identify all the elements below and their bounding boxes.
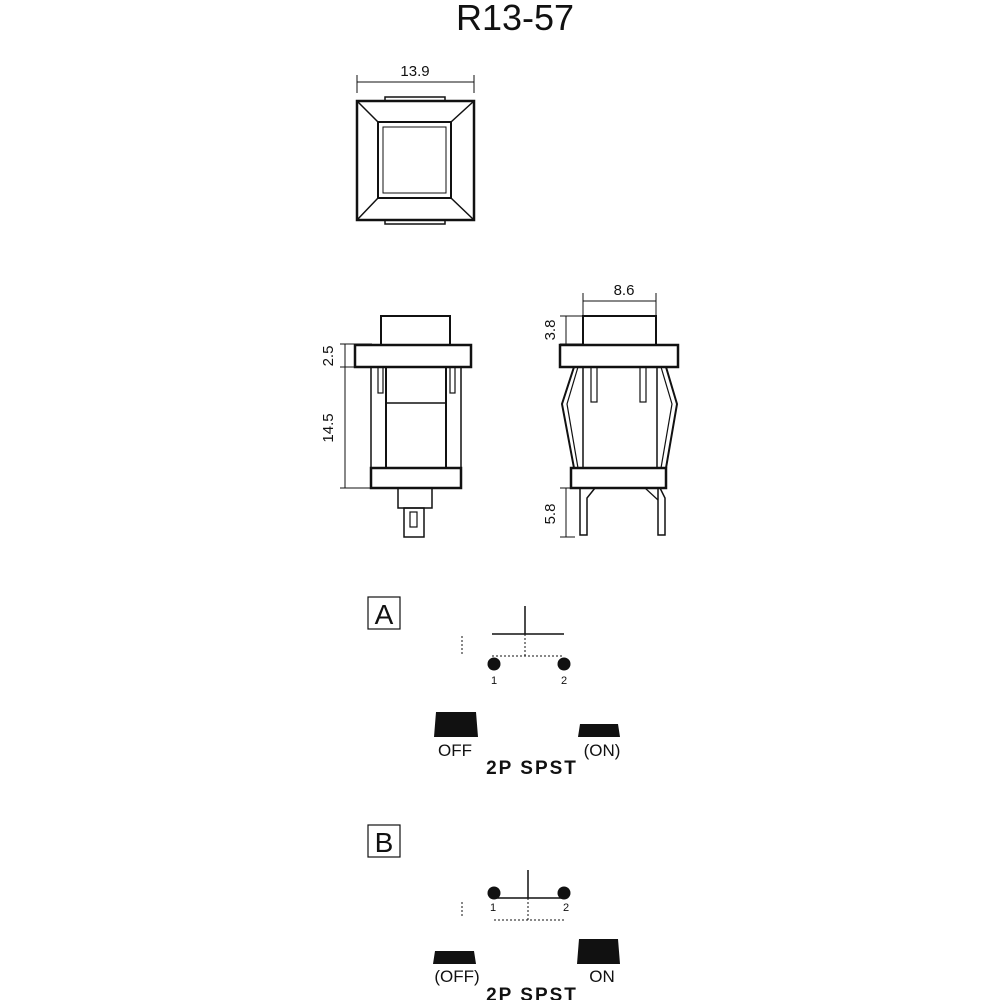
button-on-state-icon <box>577 939 620 964</box>
variant-a-on-label: (ON) <box>584 741 621 760</box>
button-on-state-icon <box>578 724 620 737</box>
pin-1-contact-icon <box>487 886 501 900</box>
dimension-width-top: 13.9 <box>400 63 429 80</box>
variant-b-type-label: 2P SPST <box>486 985 578 1000</box>
dimension-side-pins: 5.8 <box>542 504 559 525</box>
front-view: 2.5 14.5 <box>320 315 473 538</box>
dimension-side-cap: 3.8 <box>542 320 559 341</box>
button-off-state-icon <box>433 951 476 964</box>
button-off-state-icon <box>434 712 478 737</box>
pin-1-contact-icon <box>487 657 501 671</box>
side-view: 8.6 3.8 5.8 <box>542 282 680 538</box>
variant-b-on-label: ON <box>589 967 615 986</box>
variant-b-pin2: 2 <box>563 902 569 914</box>
pin-2-contact-icon <box>557 886 571 900</box>
variant-a-label: A <box>375 599 394 630</box>
variant-a: A 1 2 OFF (ON) 2P SPST <box>367 596 621 779</box>
variant-b-off-label: (OFF) <box>434 967 479 986</box>
pin-2-contact-icon <box>557 657 571 671</box>
variant-b-pin1: 1 <box>490 902 496 914</box>
variant-a-off-label: OFF <box>438 741 472 760</box>
variant-b: B 1 2 (OFF) ON 2P SPST <box>367 824 620 1000</box>
variant-a-pin2: 2 <box>561 675 567 687</box>
top-view: 13.9 <box>355 63 476 225</box>
dimension-front-cap: 2.5 <box>320 346 337 367</box>
dimension-front-body: 14.5 <box>320 413 337 442</box>
variant-a-type-label: 2P SPST <box>486 758 578 779</box>
part-title: R13-57 <box>456 0 574 38</box>
variant-b-label: B <box>375 827 394 858</box>
variant-a-pin1: 1 <box>491 675 497 687</box>
dimension-side-width: 8.6 <box>614 282 635 299</box>
